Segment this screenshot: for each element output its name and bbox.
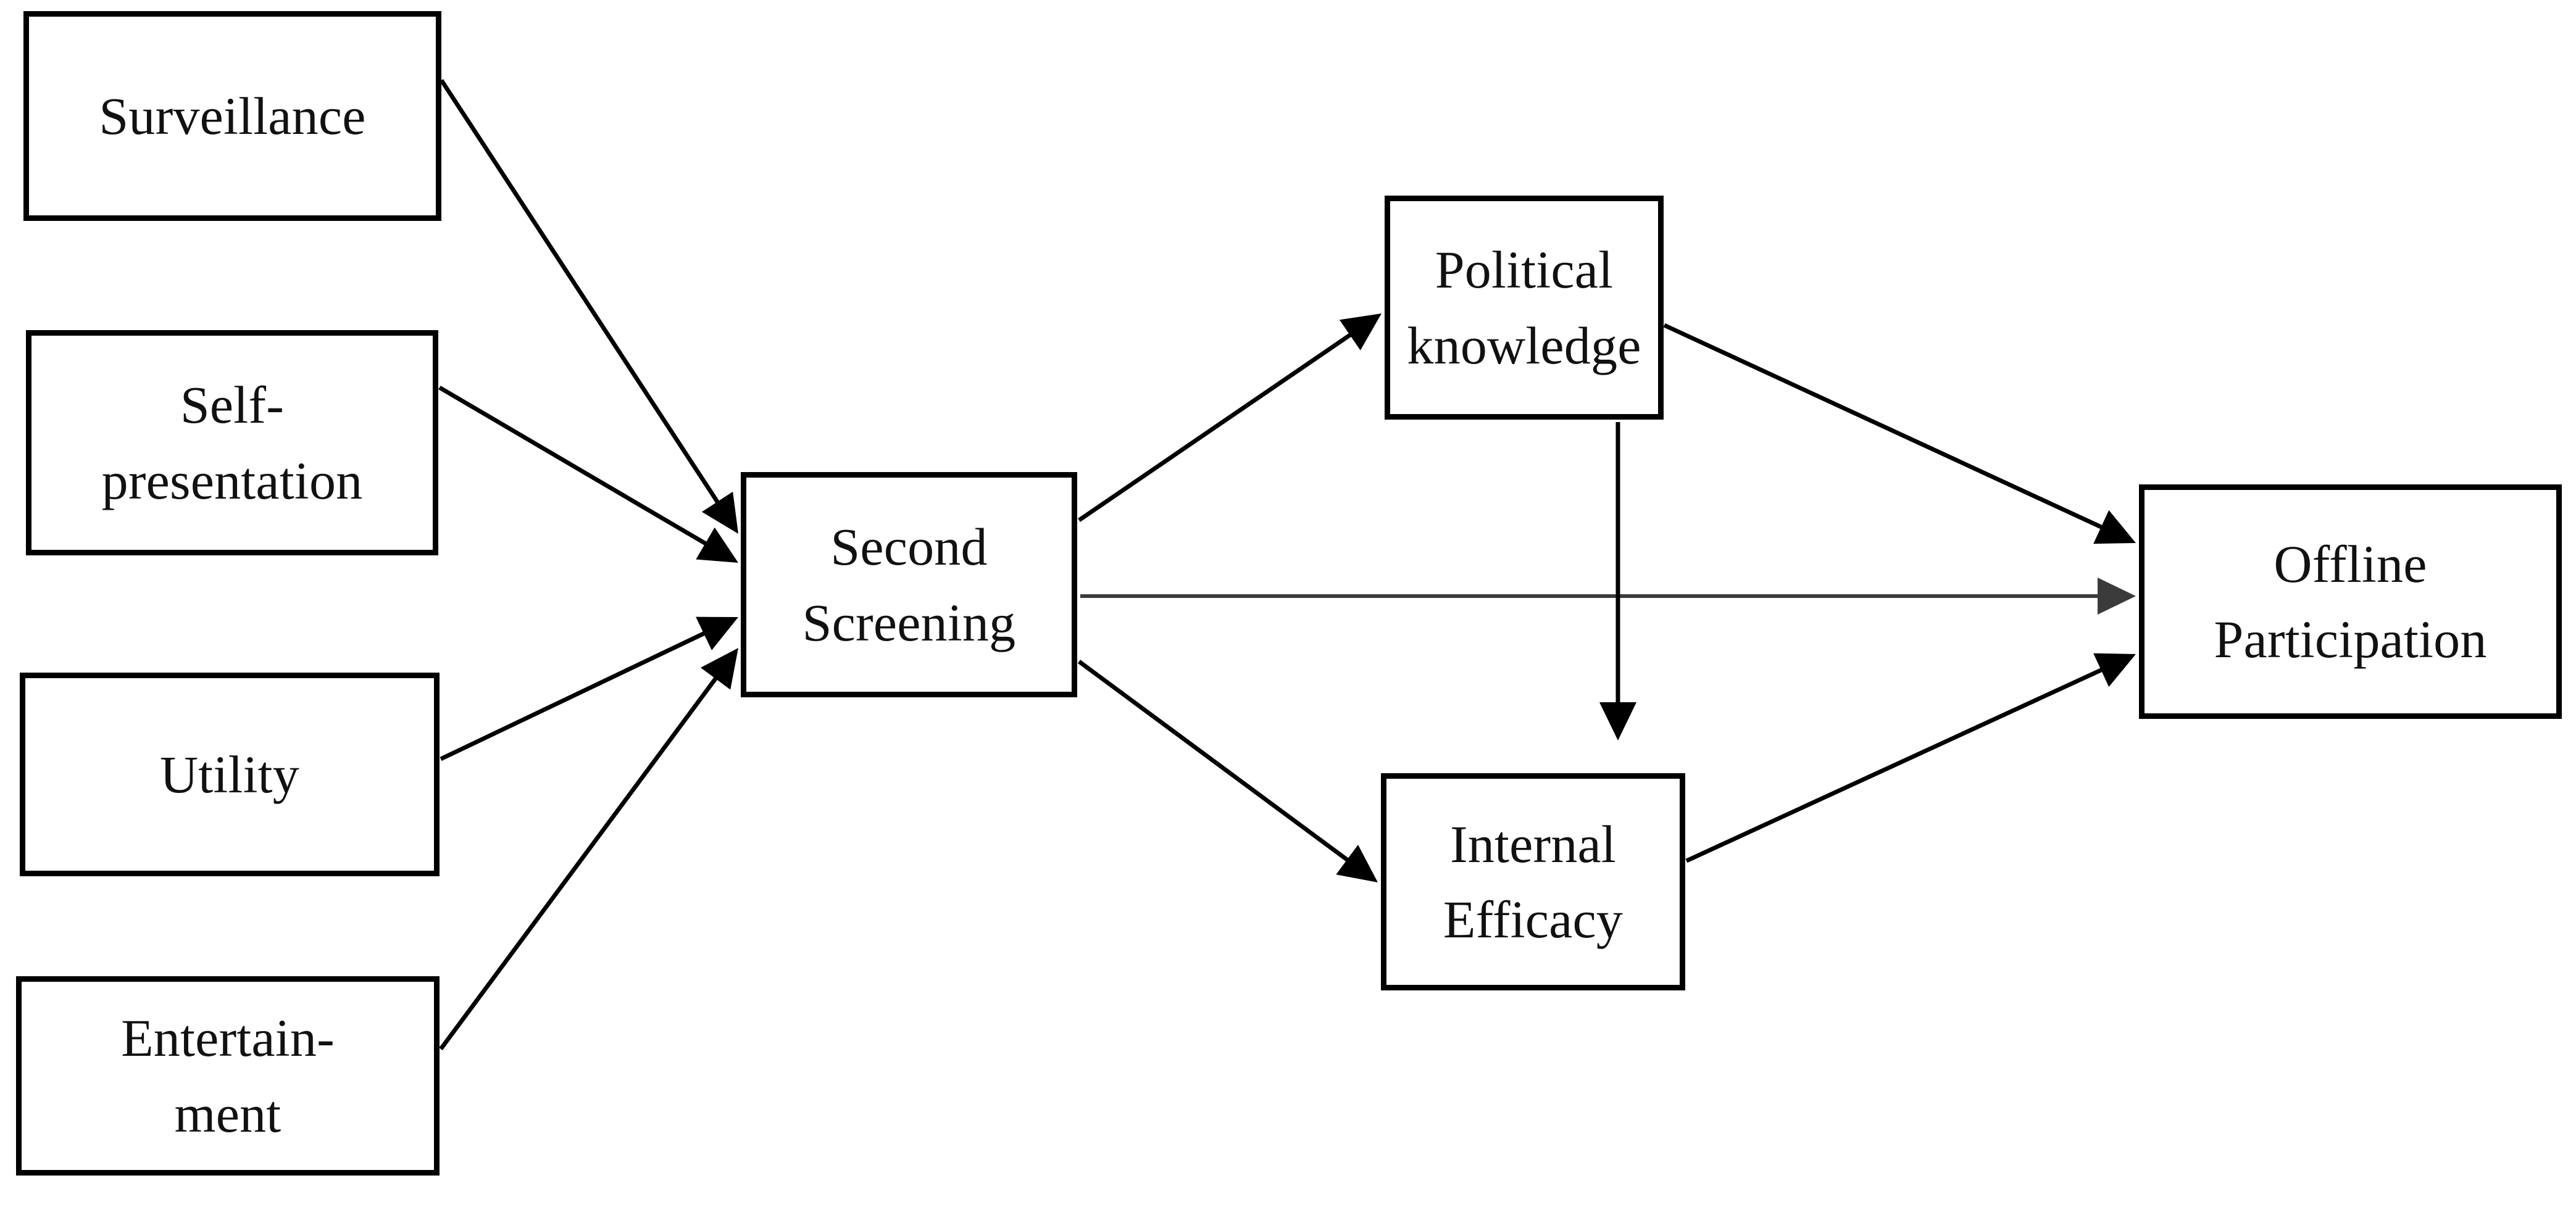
arrowhead-icon — [1336, 845, 1378, 882]
edge-e4-entertainment-to-second_screen — [439, 648, 738, 1051]
arrowhead-icon — [2098, 578, 2136, 615]
node-entertainment[interactable]: Entertain- ment — [16, 976, 440, 1176]
edge-e2-self_pres-to-second_screen — [438, 385, 738, 563]
node-label-utility: Utility — [160, 744, 299, 804]
edge-e7-second_screen-to-offline_part — [1080, 578, 2136, 615]
edge-e6-second_screen-to-int_efficacy — [1077, 660, 1378, 882]
arrowhead-icon — [2093, 510, 2136, 544]
node-self_pres[interactable]: Self- presentation — [26, 330, 438, 555]
edge-e5-second_screen-to-pol_knowledge — [1078, 313, 1382, 522]
edge-line — [1077, 660, 1354, 865]
edge-e9-int_efficacy-to-offline_part — [1685, 653, 2136, 863]
edge-line — [440, 79, 723, 508]
arrowhead-icon — [1599, 702, 1636, 740]
node-second_screen[interactable]: Second Screening — [741, 472, 1077, 697]
node-label-surveillance: Surveillance — [99, 86, 366, 146]
arrowhead-icon — [700, 648, 738, 690]
arrowhead-icon — [1339, 313, 1382, 350]
node-int_efficacy[interactable]: Internal Efficacy — [1381, 773, 1685, 990]
edge-e10-pol_knowledge-to-int_efficacy — [1599, 422, 1636, 740]
node-label-entertainment: Entertain- ment — [121, 1008, 335, 1143]
arrowhead-icon — [701, 491, 738, 534]
node-offline_part[interactable]: Offline Participation — [2139, 484, 2562, 719]
arrowhead-icon — [696, 527, 738, 563]
edge-e1-surveillance-to-second_screen — [440, 79, 738, 534]
edge-e8-pol_knowledge-to-offline_part — [1663, 323, 2136, 544]
node-label-int_efficacy: Internal Efficacy — [1443, 814, 1624, 949]
node-label-second_screen: Second Screening — [802, 517, 1016, 652]
node-label-pol_knowledge: Political knowledge — [1407, 240, 1641, 375]
edge-line — [440, 629, 711, 761]
edge-line — [1663, 323, 2108, 532]
node-surveillance[interactable]: Surveillance — [23, 11, 441, 221]
edge-line — [1685, 665, 2108, 863]
node-utility[interactable]: Utility — [20, 673, 440, 876]
node-label-offline_part: Offline Participation — [2214, 534, 2487, 669]
arrowhead-icon — [2093, 653, 2136, 687]
edge-line — [1078, 330, 1357, 522]
arrowhead-icon — [696, 616, 738, 650]
edge-line — [438, 385, 712, 549]
node-pol_knowledge[interactable]: Political knowledge — [1385, 196, 1664, 420]
edge-e3-utility-to-second_screen — [440, 616, 738, 761]
edge-line — [439, 672, 721, 1051]
node-label-self_pres: Self- presentation — [101, 375, 363, 510]
